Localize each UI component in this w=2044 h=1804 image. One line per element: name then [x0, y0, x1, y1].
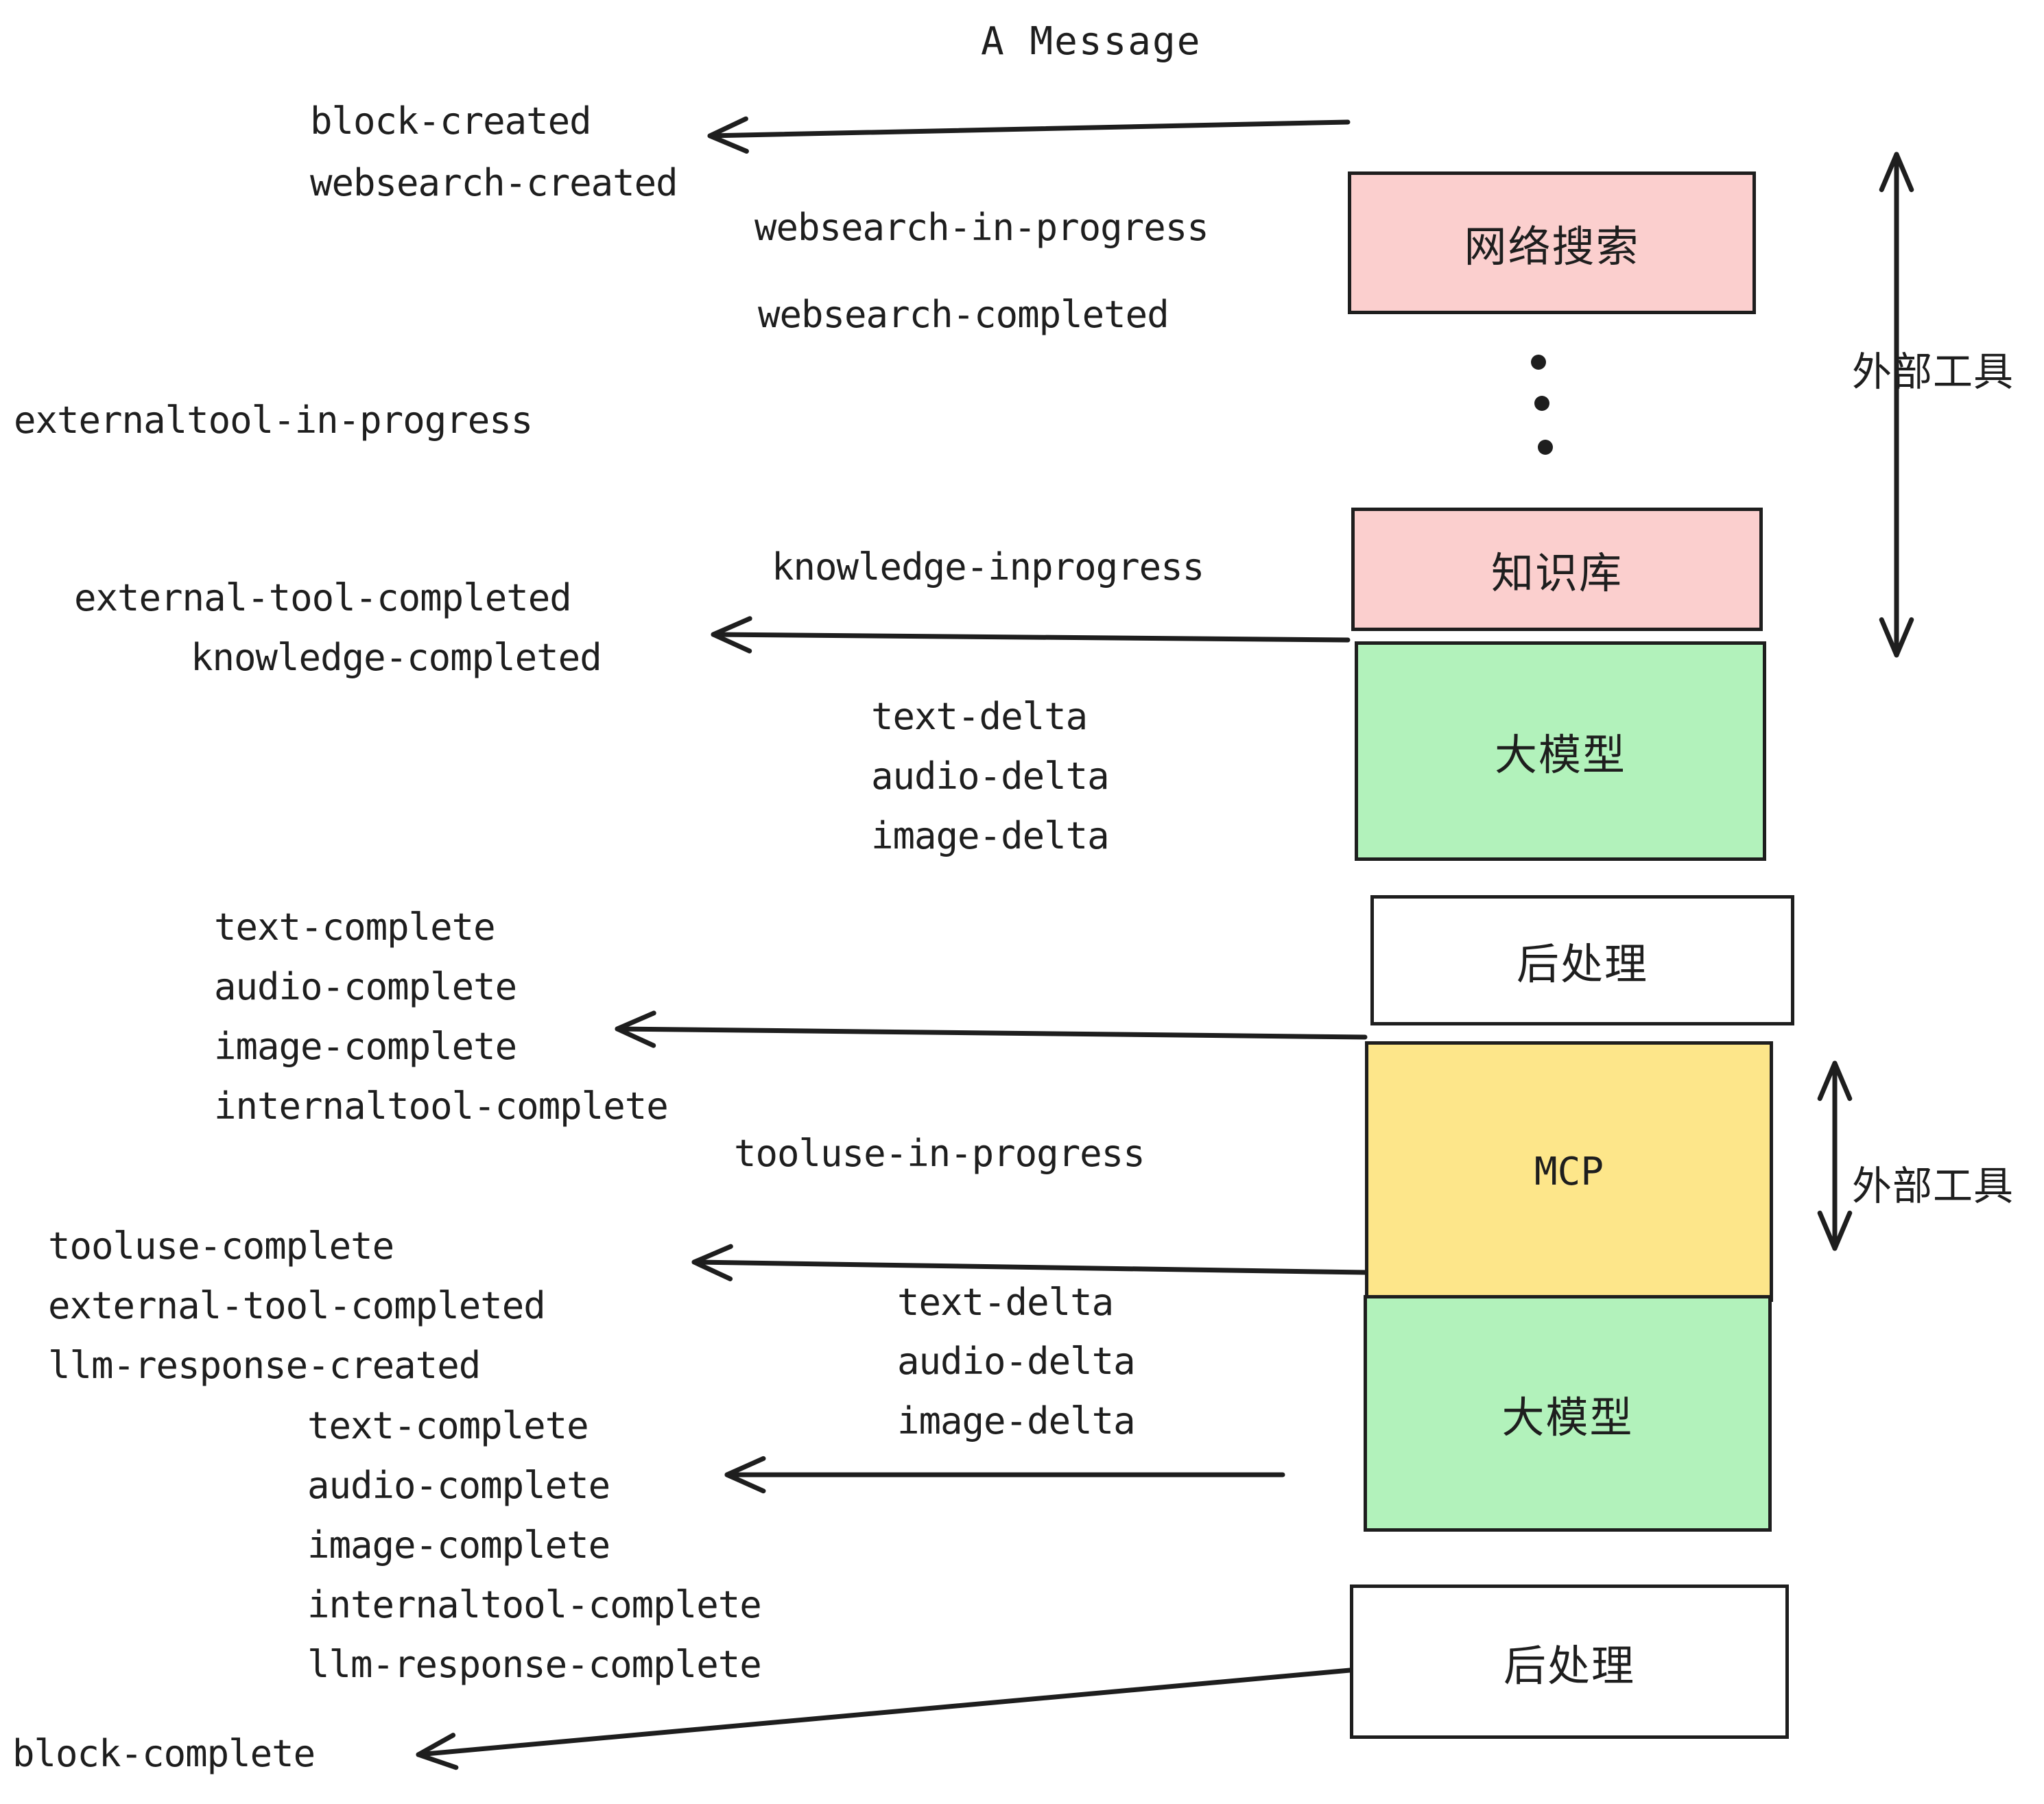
event-label-audio-complete-2: audio-complete	[307, 1464, 610, 1507]
ellipsis-dot-2	[1534, 396, 1549, 411]
event-label-websearch-in-progress: websearch-in-progress	[754, 206, 1209, 249]
node-label-postproc-1: 后处理	[1516, 939, 1648, 989]
ellipsis-dot-3	[1538, 440, 1553, 455]
event-label-text-delta-2: text-delta	[897, 1281, 1114, 1324]
event-label-audio-delta-2: audio-delta	[897, 1340, 1136, 1383]
event-label-internaltool-complete-1: internaltool-complete	[214, 1084, 669, 1128]
node-label-websearch: 网络搜索	[1464, 222, 1640, 272]
node-box-postproc-1[interactable]: 后处理	[1370, 895, 1794, 1025]
node-label-mcp: MCP	[1534, 1149, 1604, 1194]
event-label-websearch-created: websearch-created	[310, 161, 678, 204]
side-label-external-tools-bottom: 外部工具	[1852, 1163, 2015, 1209]
ellipsis-dot-1	[1531, 355, 1546, 370]
node-label-llm-2: 大模型	[1501, 1392, 1634, 1443]
external-tools-arrow-bottom	[1817, 1060, 1853, 1251]
event-label-audio-delta-1: audio-delta	[871, 755, 1110, 798]
event-label-block-complete: block-complete	[12, 1732, 316, 1775]
event-label-tooluse-complete: tooluse-complete	[48, 1224, 394, 1268]
node-box-knowledge[interactable]: 知识库	[1351, 508, 1763, 631]
node-box-postproc-2[interactable]: 后处理	[1350, 1585, 1789, 1739]
event-label-external-tool-completed-1: external-tool-completed	[74, 576, 572, 619]
node-label-postproc-2: 后处理	[1503, 1640, 1635, 1691]
arrow-image-complete	[615, 1010, 1368, 1048]
event-label-knowledge-inprogress: knowledge-inprogress	[772, 545, 1204, 589]
event-label-image-complete-2: image-complete	[307, 1523, 610, 1567]
event-label-internaltool-complete-2: internaltool-complete	[307, 1583, 762, 1626]
event-label-text-complete-1: text-complete	[214, 905, 496, 949]
arrow-audio-complete	[724, 1456, 1285, 1494]
event-label-tooluse-in-progress: tooluse-in-progress	[734, 1132, 1145, 1175]
arrow-block-created	[707, 116, 1351, 154]
event-label-image-delta-1: image-delta	[871, 814, 1110, 857]
event-label-external-tool-completed-2: external-tool-completed	[48, 1284, 546, 1327]
event-label-image-complete-1: image-complete	[214, 1025, 517, 1068]
event-label-audio-complete-1: audio-complete	[214, 965, 517, 1008]
node-label-llm-1: 大模型	[1494, 730, 1626, 780]
page-title: A Message	[981, 19, 1202, 64]
event-label-text-complete-2: text-complete	[307, 1404, 589, 1447]
arrow-knowledge-completed	[711, 616, 1351, 654]
arrow-tooluse-complete	[691, 1244, 1368, 1281]
event-label-externaltool-in-progress: externaltool-in-progress	[14, 399, 533, 442]
external-tools-arrow-top	[1879, 152, 1914, 658]
node-label-knowledge: 知识库	[1490, 548, 1623, 598]
event-label-text-delta-1: text-delta	[871, 695, 1088, 738]
node-box-llm-1[interactable]: 大模型	[1355, 641, 1766, 861]
event-label-llm-response-complete: llm-response-complete	[307, 1643, 762, 1686]
node-box-llm-2[interactable]: 大模型	[1364, 1295, 1772, 1532]
event-label-block-created: block-created	[310, 99, 592, 143]
event-label-knowledge-completed: knowledge-completed	[191, 636, 602, 679]
node-box-mcp[interactable]: MCP	[1365, 1041, 1773, 1302]
event-label-image-delta-2: image-delta	[897, 1399, 1136, 1443]
node-box-websearch[interactable]: 网络搜索	[1348, 171, 1756, 314]
event-label-llm-response-created: llm-response-created	[48, 1344, 481, 1387]
side-label-external-tools-top: 外部工具	[1852, 348, 2015, 395]
event-label-websearch-completed: websearch-completed	[758, 293, 1169, 336]
